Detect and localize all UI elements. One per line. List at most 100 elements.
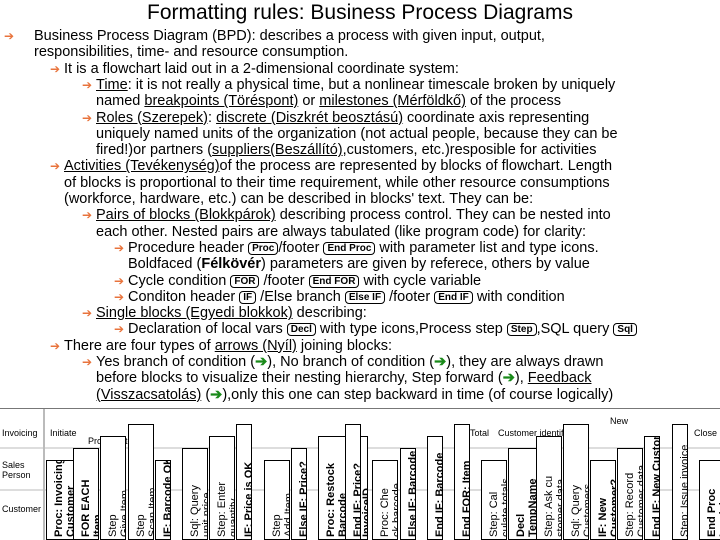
diagram-block-label: Item: [92, 514, 100, 537]
milestone-close-invoicing: Close invoicing: [694, 428, 720, 438]
diagram-block-label: End IF: New Customer: [651, 437, 661, 537]
text-segment: arrows (Nyíl): [214, 337, 297, 354]
text-segment: describing:: [292, 305, 367, 322]
text-segment: with parameter list and type icons.: [375, 239, 599, 256]
bullet-arrow-icon: ➔: [114, 289, 125, 304]
block-tag: End FOR: [308, 274, 360, 288]
text-segment: Cycle condition: [128, 272, 231, 289]
bullet-arrow-icon: ➔: [114, 240, 125, 255]
text-segment: uniquely named units of the organization…: [96, 125, 618, 142]
lane-label-invoicing: Invoicing: [2, 428, 38, 438]
bullet-line: named breakpoints (Töréspont) or milesto…: [82, 93, 561, 109]
text-segment: responsibilities, time- and resource con…: [34, 44, 349, 61]
page-title: Formatting rules: Business Process Diagr…: [147, 1, 573, 24]
diagram-block: End IF: Barcode: [426, 436, 443, 540]
text-segment: of the process are represented by blocks…: [219, 158, 613, 175]
bullet-line: ➔Conditon header IF /Else branch Else IF…: [114, 289, 565, 305]
text-segment: with type icons,Process step: [315, 321, 507, 338]
diagram-block-label: Step: Issue invoice: [678, 444, 688, 537]
process-diagram: Invoicing Sales Person Customer Initiate…: [0, 408, 720, 540]
bullet-line: ➔Activities (Tevékenység)of the process …: [50, 158, 612, 174]
bullet-arrow-icon: ➔: [50, 61, 61, 76]
text-segment: ),only this one can step backward in tim…: [222, 386, 614, 403]
diagram-block-label: Step: [134, 514, 147, 537]
diagram-block: Else IF: Barcode: [399, 448, 416, 540]
bullet-arrow-icon: ➔: [82, 110, 93, 125]
bullet-arrow-icon: ➔: [50, 159, 61, 174]
diagram-block-label: Customer?: [609, 478, 616, 537]
text-segment: discrete (Diszkrét beosztású): [216, 109, 404, 126]
bullet-line: (workforce, hardware, etc.) can be descr…: [50, 191, 533, 207]
bullet-line: fired!)or partners (suppliers(Beszállító…: [82, 142, 596, 158]
text-segment: ,customers, etc.)resposible for activiti…: [342, 142, 597, 159]
diagram-block-label: Sql: Query: [569, 485, 582, 537]
arrow-icon: ➔: [210, 386, 223, 403]
text-segment: Roles (Szerepek): [96, 109, 209, 126]
diagram-block-label: Else IF: Price?: [297, 461, 307, 537]
text-segment: joining blocks:: [296, 337, 392, 354]
arrow-icon: ➔: [255, 354, 268, 370]
text-segment: describing process control. They can be …: [275, 207, 611, 224]
bullet-arrow-icon: ➔: [82, 355, 93, 369]
text-segment: Félkövér: [201, 256, 262, 273]
bullet-line: ➔Declaration of local vars Decl with typ…: [114, 321, 637, 337]
text-segment: It is a flowchart laid out in a 2-dimens…: [64, 60, 459, 77]
text-segment: (: [201, 386, 211, 403]
diagram-block-label: stomer data: [554, 478, 562, 537]
milestone-new: New: [610, 416, 629, 426]
block-tag: Sql: [613, 323, 637, 337]
bullet-line: of blocks is proportional to their time …: [50, 175, 610, 191]
text-segment: :: [208, 109, 217, 126]
text-segment: or: [298, 93, 320, 110]
diagram-block-label: IF: Price is OK: [243, 461, 253, 537]
text-segment: breakpoints (Töréspont): [144, 93, 299, 110]
lane-label-customer: Customer: [2, 504, 42, 514]
text-segment: (Visszacsatolás): [96, 386, 202, 403]
bullet-line: ➔Pairs of blocks (Blokkpárok) describing…: [82, 207, 611, 223]
diagram-block-label: quantity: [228, 498, 236, 537]
block-tag: End IF: [434, 290, 473, 304]
block-tag: End Proc: [323, 241, 376, 255]
text-segment: of the process: [465, 93, 562, 110]
text-segment: suppliers(Beszállító): [212, 142, 343, 159]
diagram-block-label: Add Item: [282, 492, 290, 537]
text-segment: Procedure header: [128, 239, 249, 256]
diagram-block-label: End IF: Price?: [352, 463, 362, 537]
diagram-block-label: End Proc: [705, 488, 718, 537]
block-tag: Proc: [248, 241, 279, 255]
bullet-arrow-icon: ➔: [50, 338, 61, 353]
text-segment: (workforce, hardware, etc.) can be descr…: [64, 191, 534, 207]
diagram-block-label: ck barcode: [391, 483, 399, 537]
bullet-line: ➔Roles (Szerepek): discrete (Diszkrét be…: [82, 110, 589, 126]
text-segment: Boldfaced (: [128, 256, 202, 273]
block-tag: FOR: [230, 274, 260, 288]
arrow-icon: ➔: [434, 354, 447, 370]
block-tag: IF: [239, 290, 257, 304]
arrow-icon: ➔: [502, 370, 515, 387]
text-segment: of blocks is proportional to their time …: [64, 174, 610, 191]
text-segment: coordinate axis representing: [403, 109, 590, 126]
diagram-block-label: Step: Ask cu: [542, 475, 555, 537]
block-tag: Else IF: [344, 290, 386, 304]
text-segment: Feedback: [527, 370, 592, 387]
bullet-line: responsibilities, time- and resource con…: [4, 44, 348, 60]
text-segment: ), they are always drawn: [446, 354, 604, 370]
diagram-block: End IF: New Customer: [644, 436, 661, 540]
diagram-block-label: Customers: [581, 483, 589, 537]
text-segment: /footer: [278, 239, 324, 256]
diagram-block-label: Give Item: [119, 489, 127, 537]
text-segment: fired!)or partners (: [96, 142, 213, 159]
milestone-customer-identification: Customer identification: [498, 428, 590, 438]
diagram-block-label: Step: [270, 514, 283, 537]
text-segment: /footer: [259, 272, 309, 289]
text-segment: /Else branch: [256, 288, 345, 305]
